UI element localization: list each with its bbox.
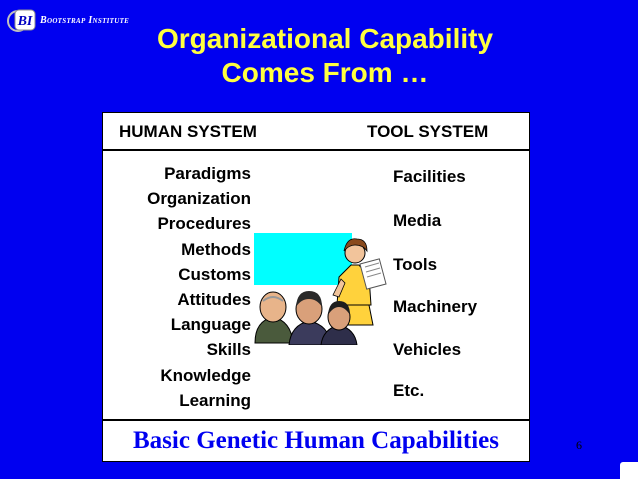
capability-panel: HUMAN SYSTEM TOOL SYSTEM Paradigms Organ… [102, 112, 530, 420]
list-item: Facilities [393, 167, 466, 186]
human-system-list: Paradigms Organization Procedures Method… [103, 161, 251, 413]
list-item: Learning [179, 390, 251, 410]
slide-nav-button[interactable] [620, 462, 638, 479]
institute-name: Bootstrap Institute [40, 15, 130, 26]
list-item: Machinery [393, 297, 478, 316]
list-item: Paradigms [164, 164, 251, 183]
presenter-with-audience-clipart [251, 225, 391, 346]
slide-title: Organizational Capability Comes From … [120, 22, 530, 90]
list-item: Etc. [393, 381, 425, 400]
list-item: Language [170, 315, 251, 335]
tool-system-header: TOOL SYSTEM [367, 122, 489, 141]
list-item: Tools [393, 255, 438, 274]
list-item: Organization [147, 189, 251, 209]
page-number: 6 [576, 438, 582, 452]
list-item: Methods [181, 239, 251, 259]
list-item: Procedures [157, 214, 251, 234]
list-item: Customs [178, 264, 251, 284]
title-line-1: Organizational Capability [156, 23, 494, 54]
footer-banner: Basic Genetic Human Capabilities [102, 420, 530, 462]
title-line-2: Comes From … [221, 57, 429, 88]
list-item: Knowledge [160, 365, 251, 385]
svg-text:BI: BI [17, 14, 33, 29]
presentation-board [254, 233, 352, 285]
list-item: Attitudes [177, 290, 251, 310]
footer-text: Basic Genetic Human Capabilities [133, 427, 499, 454]
bi-logo-icon: BI [6, 6, 36, 34]
list-item: Media [393, 211, 442, 230]
list-item: Skills [206, 340, 251, 360]
list-item: Vehicles [393, 340, 462, 359]
panel-header: HUMAN SYSTEM TOOL SYSTEM [103, 113, 529, 151]
human-system-header: HUMAN SYSTEM [119, 122, 257, 141]
